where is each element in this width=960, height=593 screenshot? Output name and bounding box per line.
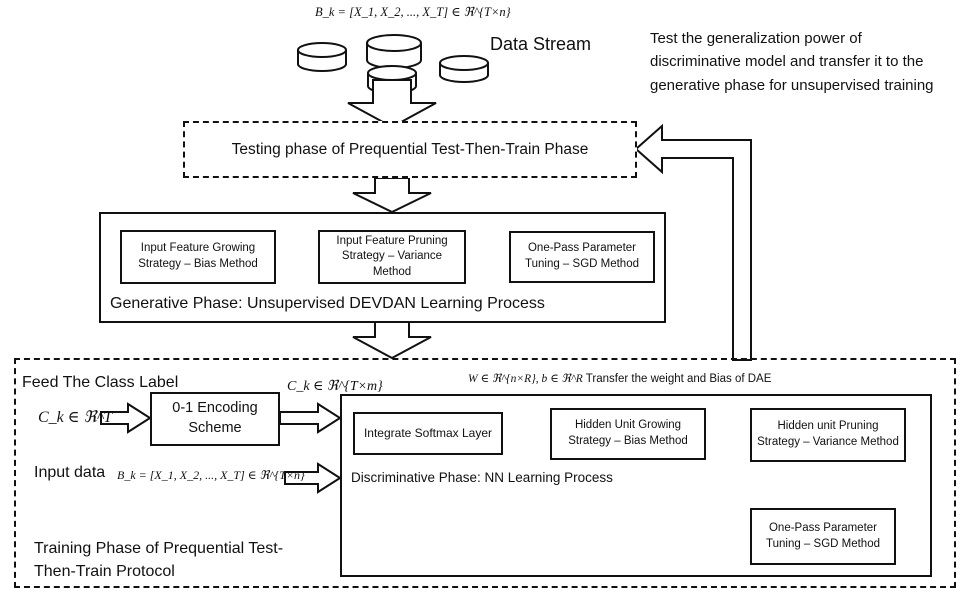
stream-formula: B_k = [X_1, X_2, ..., X_T] ∈ ℜ^{T×n} [315, 5, 511, 19]
arrow-stream-to-testing [347, 79, 437, 129]
arrow-testing-to-generative [352, 177, 432, 214]
disc-step-softmax: Integrate Softmax Layer [353, 412, 503, 455]
arrow-input-to-discriminative [284, 462, 342, 494]
training-phase-box [14, 358, 956, 588]
arrow-encoding-to-discriminative [279, 402, 342, 434]
arrow-label-to-encoding [100, 402, 152, 434]
arrow-generative-to-training [352, 321, 432, 360]
data-drum-1 [297, 42, 347, 72]
input-data-label: Input data [34, 464, 106, 481]
label-input-formula: C_k ∈ ℜ^T [38, 409, 113, 426]
gen-step-feature-pruning: Input Feature Pruning Strategy – Varianc… [318, 230, 466, 284]
training-phase-title: Training Phase of Prequential Test-Then-… [34, 540, 284, 581]
discriminative-phase-title: Discriminative Phase: NN Learning Proces… [351, 470, 613, 485]
testing-phase-label: Testing phase of Prequential Test-Then-T… [231, 140, 589, 158]
feedback-note: Test the generalization power of discrim… [650, 30, 934, 94]
transfer-formula: W ∈ ℜ^{n×R}, b ∈ ℜ^R [468, 373, 583, 385]
data-drum-3 [439, 55, 489, 83]
gen-step-parameter-tuning: One-Pass Parameter Tuning – SGD Method [509, 231, 655, 283]
label-output-formula: C_k ∈ ℜ^{T×m} [287, 379, 383, 394]
data-stream-label: Data Stream [490, 34, 592, 54]
transfer-annotation: W ∈ ℜ^{n×R}, b ∈ ℜ^R Transfer the weight… [468, 371, 771, 385]
transfer-note: Transfer the weight and Bias of DAE [585, 373, 772, 385]
disc-step-parameter-tuning: One-Pass Parameter Tuning – SGD Method [750, 508, 896, 565]
feed-class-label: Feed The Class Label [22, 374, 179, 391]
gen-step-feature-growing: Input Feature Growing Strategy – Bias Me… [120, 230, 276, 284]
testing-phase-box: Testing phase of Prequential Test-Then-T… [183, 121, 637, 178]
input-data-formula: B_k = [X_1, X_2, ..., X_T] ∈ ℜ^{T×n} [117, 468, 305, 482]
generative-phase-title: Generative Phase: Unsupervised DEVDAN Le… [110, 295, 545, 312]
encoding-scheme-box: 0-1 Encoding Scheme [150, 392, 280, 446]
disc-step-hidden-growing: Hidden Unit Growing Strategy – Bias Meth… [550, 408, 706, 460]
data-drum-2 [366, 34, 422, 69]
feedback-arrow [634, 123, 752, 361]
disc-step-hidden-pruning: Hidden unit Pruning Strategy – Variance … [750, 408, 906, 462]
